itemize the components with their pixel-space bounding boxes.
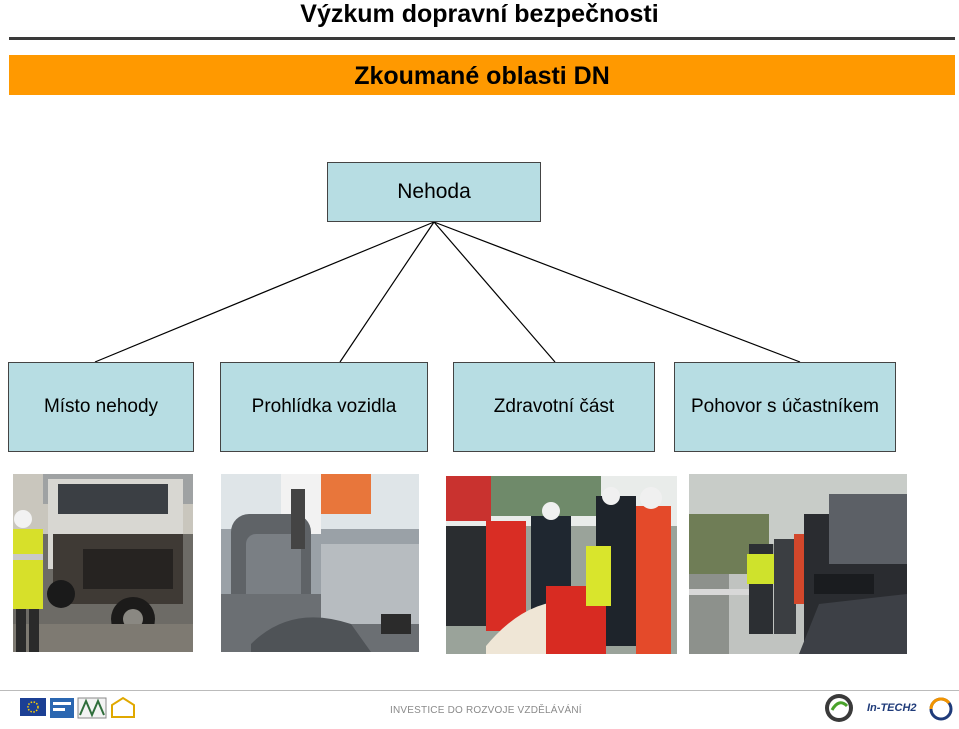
connector-2 [339, 221, 435, 363]
funding-logos [20, 695, 140, 728]
crashed-truck-photo [13, 474, 193, 652]
child-node-4: Pohovor s účastníkem [674, 362, 896, 452]
footer-divider [0, 690, 959, 691]
child-node-2: Prohlídka vozidla [220, 362, 428, 452]
paramedics-photo [446, 476, 677, 654]
connector-1 [94, 221, 435, 363]
root-node: Nehoda [327, 162, 541, 222]
in-tech2-logo: In-TECH2 [867, 697, 953, 721]
msmt-logo [77, 697, 107, 719]
eu-flag-logo [20, 698, 46, 716]
section-banner: Zkoumané oblasti DN [9, 55, 955, 95]
esf-logo [50, 698, 74, 718]
vehicle-interior-photo [221, 474, 419, 652]
building-icon [111, 696, 135, 718]
page-title: Výzkum dopravní bezpečnosti [300, 0, 659, 28]
skoda-logo [825, 694, 853, 722]
child-node-3: Zdravotní část [453, 362, 655, 452]
child-node-1: Místo nehody [8, 362, 194, 452]
connector-3 [433, 221, 556, 363]
svg-text:In-TECH2: In-TECH2 [867, 702, 917, 714]
interview-roadside-photo [689, 474, 907, 654]
title-divider [9, 37, 955, 40]
partner-logos: In-TECH2 [823, 692, 958, 729]
connector-4 [433, 221, 801, 363]
footer-slogan: INVESTICE DO ROZVOJE VZDĚLÁVÁNÍ [390, 705, 582, 716]
